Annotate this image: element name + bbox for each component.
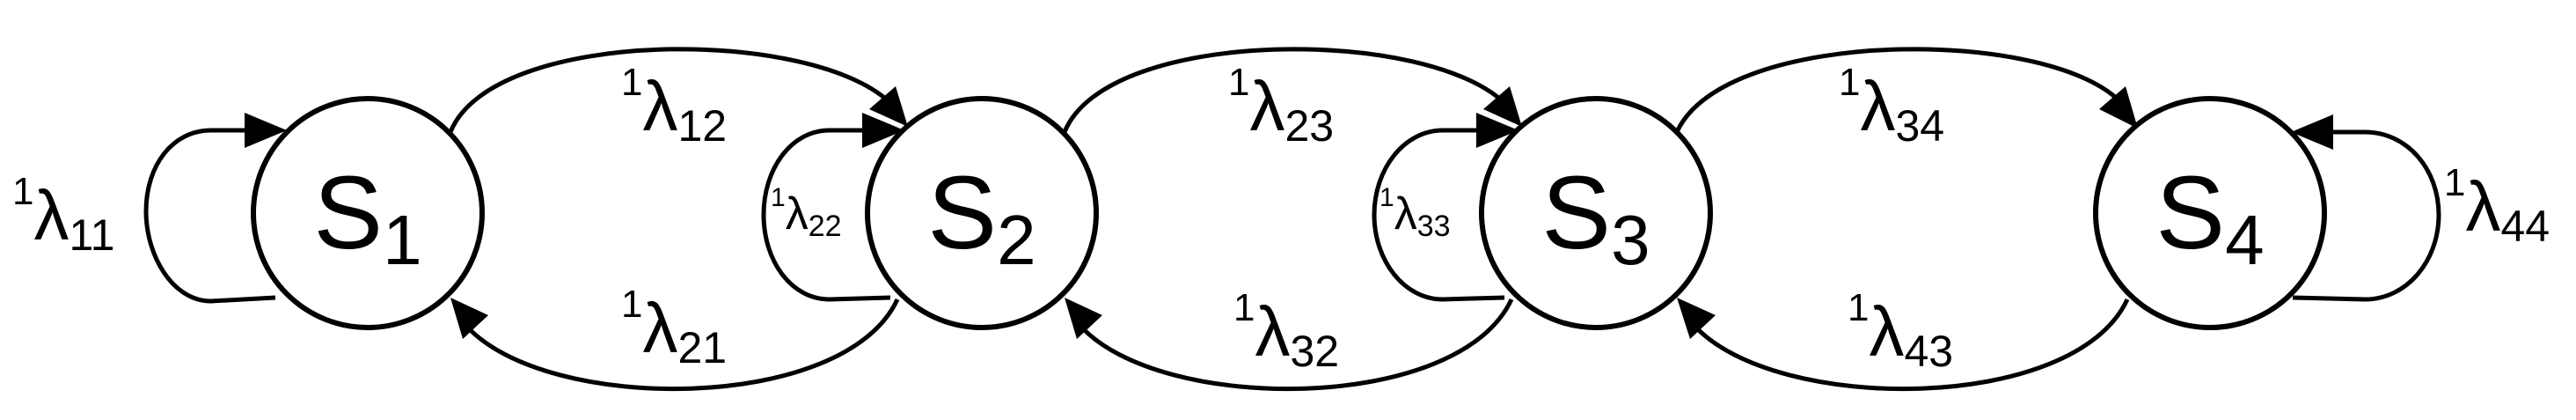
- arrowhead-s3-s2: [1065, 298, 1102, 339]
- label-subscript: 32: [1290, 327, 1339, 376]
- label-symbol: λ: [33, 176, 69, 254]
- label-subscript: 21: [677, 323, 727, 372]
- edge-s1-s1: [143, 128, 276, 304]
- state-letter: S: [927, 155, 997, 271]
- state-index: 2: [997, 201, 1036, 279]
- arc-s2-to-s3: [1062, 47, 1522, 133]
- state-letter: S: [313, 155, 383, 271]
- state-letter: S: [2155, 155, 2225, 271]
- label-prefix: 1: [621, 61, 642, 104]
- arrowhead-s2-s2: [862, 113, 904, 148]
- edge-s3-s3: [1372, 128, 1505, 302]
- label-subscript: 33: [1417, 210, 1451, 243]
- label-symbol: λ: [786, 188, 809, 239]
- label-subscript: 34: [1895, 101, 1944, 151]
- arc-s1-to-s2: [448, 47, 908, 133]
- state-circle: [2093, 96, 2327, 330]
- label-prefix: 1: [1839, 61, 1860, 104]
- arc-s3-to-s2: [1065, 298, 1514, 392]
- label-symbol: λ: [1394, 188, 1417, 239]
- arc-s4-to-s3: [1677, 298, 2130, 392]
- label-symbol: λ: [2465, 167, 2500, 246]
- label-subscript: 44: [2500, 202, 2550, 251]
- state-index: 4: [2225, 201, 2265, 279]
- arrowhead-s3-s3: [1476, 113, 1519, 148]
- edge-s3-s2: [1079, 298, 1514, 392]
- label-prefix: 1: [1848, 286, 1869, 329]
- arc-s3-to-s4: [1674, 47, 2138, 134]
- state-label: S3: [1541, 155, 1650, 279]
- arrowhead-s2-s1: [450, 298, 488, 339]
- state-label: S2: [927, 155, 1036, 279]
- state-node-s2: S2: [865, 96, 1099, 330]
- transition-label-32: 1λ32: [1233, 286, 1339, 376]
- transition-label-21: 1λ21: [621, 283, 727, 372]
- state-letter: S: [1541, 155, 1611, 271]
- label-subscript: 23: [1284, 101, 1334, 151]
- self-loop-s3: [1372, 113, 1519, 302]
- label-subscript: 22: [809, 210, 842, 243]
- label-prefix: 1: [771, 183, 786, 212]
- label-symbol: λ: [642, 289, 677, 367]
- label-prefix: 1: [1228, 61, 1249, 104]
- state-index: 3: [1611, 201, 1650, 279]
- state-circle: [1479, 96, 1713, 330]
- arrowhead-s4-s4: [2291, 114, 2333, 150]
- transition-label-22: 1λ22: [771, 183, 842, 243]
- label-subscript: 43: [1904, 327, 1953, 376]
- label-symbol: λ: [1869, 292, 1904, 371]
- transition-label-44: 1λ44: [2444, 161, 2550, 251]
- edge-s4-s4: [2292, 129, 2441, 302]
- edge-s4-s3: [1693, 298, 2130, 392]
- label-prefix: 1: [621, 283, 642, 326]
- state-circle: [251, 96, 485, 330]
- self-loop-s4: [2291, 114, 2441, 302]
- label-symbol: λ: [642, 67, 677, 145]
- label-prefix: 1: [2444, 161, 2465, 204]
- edge-s1-s2: [448, 47, 895, 133]
- edge-s2-s2: [761, 128, 891, 302]
- transition-label-23: 1λ23: [1228, 61, 1334, 151]
- transition-label-11: 1λ11: [12, 170, 114, 260]
- label-symbol: λ: [1249, 67, 1284, 145]
- label-subscript: 11: [69, 210, 114, 260]
- transition-label-33: 1λ33: [1379, 183, 1451, 243]
- edge-s2-s3: [1062, 47, 1509, 133]
- state-node-s3: S3: [1479, 96, 1713, 330]
- self-loop-s1: [143, 113, 287, 304]
- arrowhead-s1-s1: [245, 113, 287, 148]
- arc-s2-to-s1: [450, 298, 900, 392]
- arrowhead-s3-s4: [2099, 86, 2138, 129]
- state-node-s4: S4: [2093, 96, 2327, 330]
- transition-label-34: 1λ34: [1839, 61, 1944, 151]
- label-symbol: λ: [1255, 292, 1290, 371]
- state-label: S4: [2155, 155, 2264, 279]
- arrowhead-s4-s3: [1677, 298, 1716, 339]
- label-subscript: 12: [677, 101, 727, 151]
- state-label: S1: [313, 155, 421, 279]
- state-node-s1: S1: [251, 96, 485, 330]
- edge-s3-s4: [1674, 47, 2126, 134]
- label-prefix: 1: [12, 170, 33, 213]
- self-loop-s2: [761, 113, 904, 302]
- label-symbol: λ: [1860, 67, 1895, 145]
- label-prefix: 1: [1379, 183, 1394, 212]
- state-index: 1: [383, 201, 422, 279]
- transition-label-12: 1λ12: [621, 61, 727, 151]
- edge-s2-s1: [465, 298, 900, 392]
- label-prefix: 1: [1233, 286, 1255, 329]
- arrowhead-s2-s3: [1483, 86, 1522, 127]
- arrowhead-s1-s2: [869, 86, 908, 127]
- state-circle: [865, 96, 1099, 330]
- transition-label-43: 1λ43: [1848, 286, 1953, 376]
